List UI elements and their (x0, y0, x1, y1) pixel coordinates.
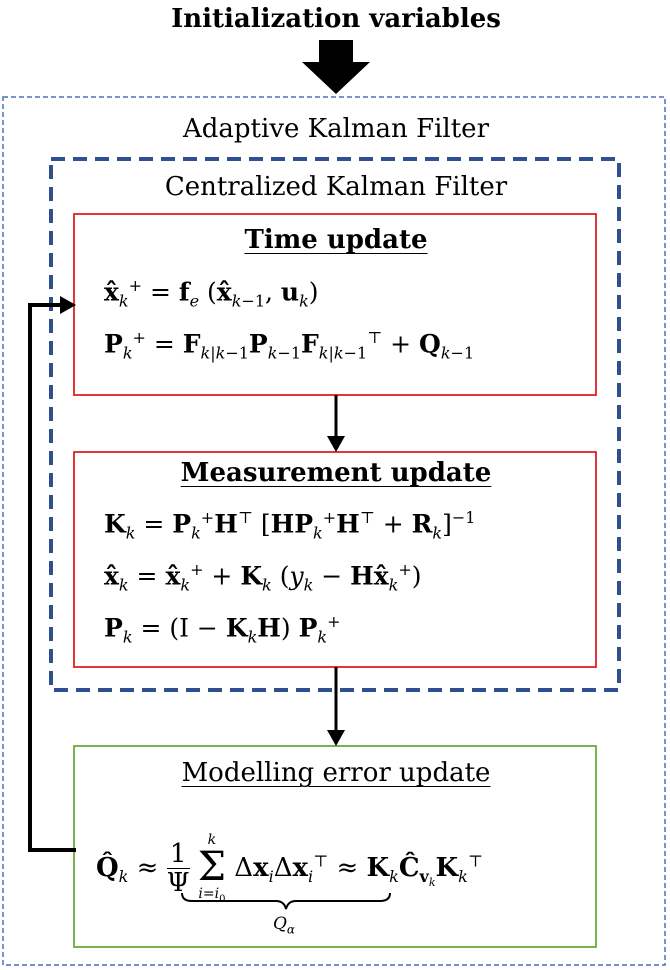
feedback-loop-arrowhead (60, 296, 76, 314)
input-label: Initialization variables (171, 4, 501, 34)
kalman-gain-equation: Kk = Pk+H⊤ [HPk+H⊤ + Rk]−1 (104, 508, 476, 543)
measurement-update-title: Measurement update (180, 458, 492, 488)
inner-box-title: Centralized Kalman Filter (164, 172, 508, 202)
time-update-title: Time update (244, 225, 428, 255)
state-update-equation: x̂k = x̂k+ + Kk (yk − Hx̂k+) (104, 560, 422, 595)
underbrace-label: Qα (272, 914, 296, 937)
outer-box-title: Adaptive Kalman Filter (182, 114, 490, 144)
feedback-loop-line (28, 303, 76, 852)
arrowhead-time-to-measurement (327, 436, 345, 452)
covariance-update-equation: Pk = (I − KkH) Pk+ (104, 612, 341, 647)
arrowhead-measurement-to-modelling (327, 730, 345, 746)
time-update-state-equation: x̂k+ = fe (x̂k−1, uk) (104, 276, 319, 311)
input-arrow (302, 40, 370, 94)
modelling-error-update-title: Modelling error update (181, 758, 491, 788)
time-update-covariance-equation: Pk+ = Fk|k−1Pk−1Fk|k−1⊤ + Qk−1 (104, 328, 475, 363)
